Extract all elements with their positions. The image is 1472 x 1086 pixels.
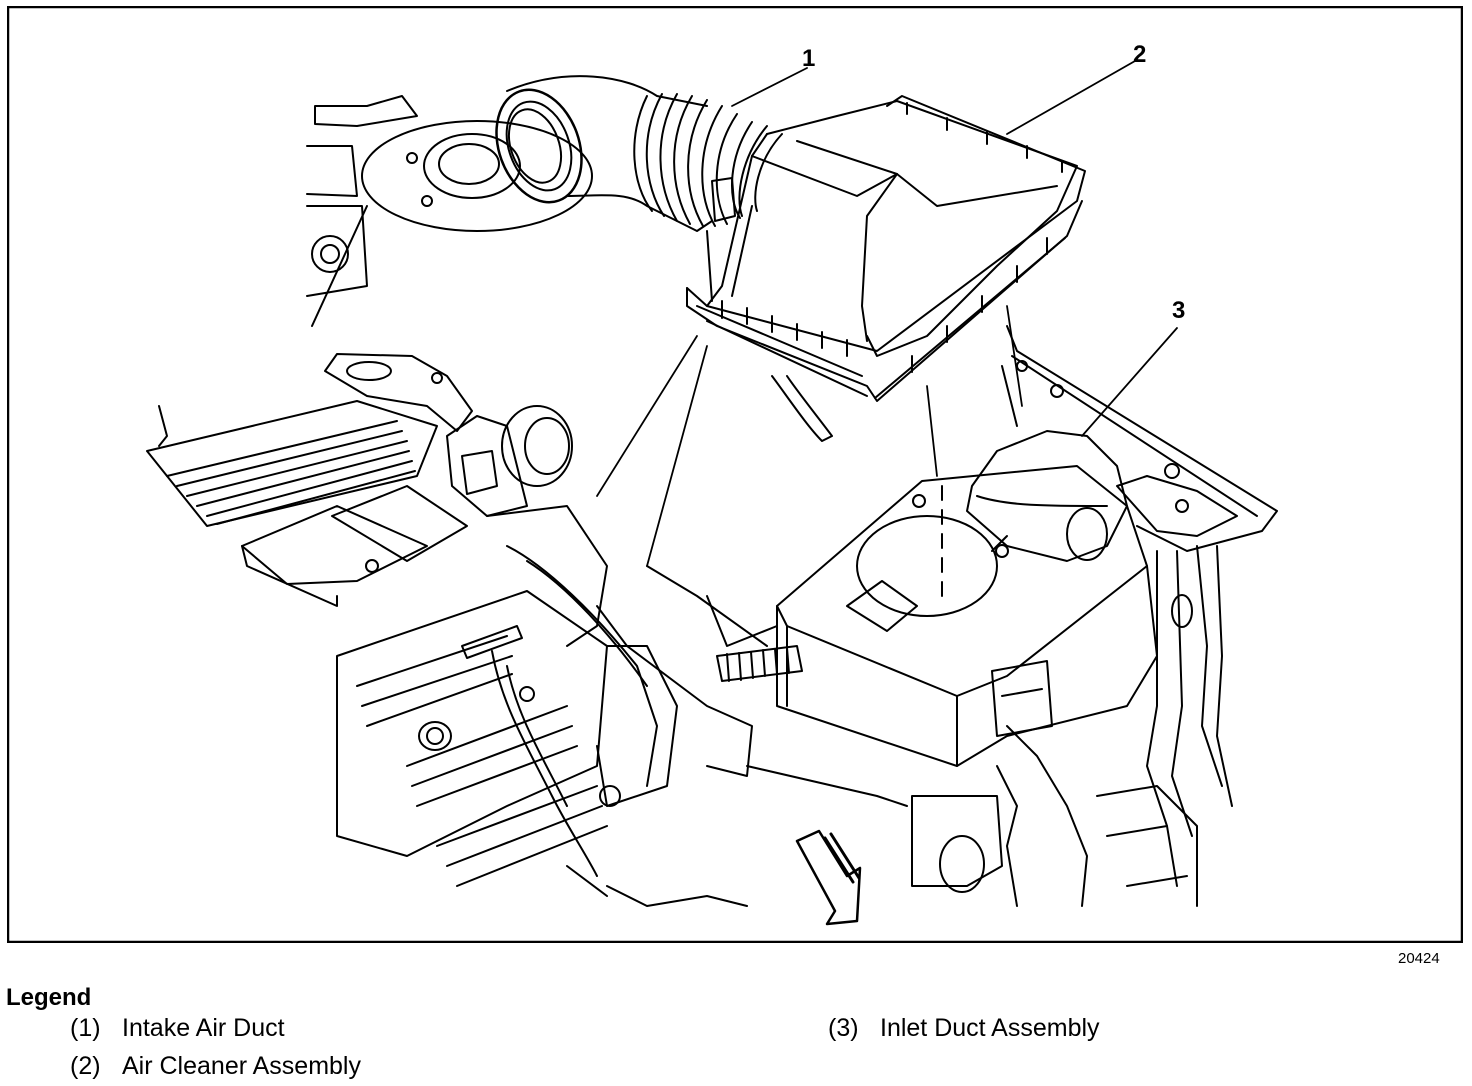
legend-item-number: (2) [70, 1052, 101, 1080]
engine-bay-background [146, 95, 908, 926]
figure-border [7, 6, 1463, 943]
diagram-figure: 1 2 3 [7, 6, 1463, 943]
legend-item-text: Inlet Duct Assembly [880, 1014, 1100, 1042]
legend-item-1: (1) Intake Air Duct [70, 1014, 285, 1043]
callout-label-3: 3 [1172, 297, 1185, 324]
legend-item-2: (2) Air Cleaner Assembly [70, 1052, 361, 1081]
air-cleaner-assembly [686, 95, 1086, 442]
callout-label-2: 2 [1133, 41, 1146, 68]
legend-item-text: Intake Air Duct [122, 1014, 285, 1042]
legend-item-3: (3) Inlet Duct Assembly [828, 1014, 1100, 1043]
legend-item-number: (1) [70, 1014, 101, 1042]
legend-item-number: (3) [828, 1014, 859, 1042]
legend-item-text: Air Cleaner Assembly [122, 1052, 361, 1080]
intake-air-duct [495, 75, 783, 232]
leader-line-1 [731, 67, 808, 107]
leader-line-3 [1081, 327, 1178, 437]
inlet-duct-assembly [716, 430, 1158, 767]
figure-number: 20424 [1398, 950, 1440, 967]
callout-label-1: 1 [802, 45, 815, 72]
radiator-support [911, 325, 1278, 907]
callout-leaders [596, 60, 1178, 567]
leader-line-2 [1006, 60, 1136, 135]
legend-title: Legend [6, 984, 92, 1011]
